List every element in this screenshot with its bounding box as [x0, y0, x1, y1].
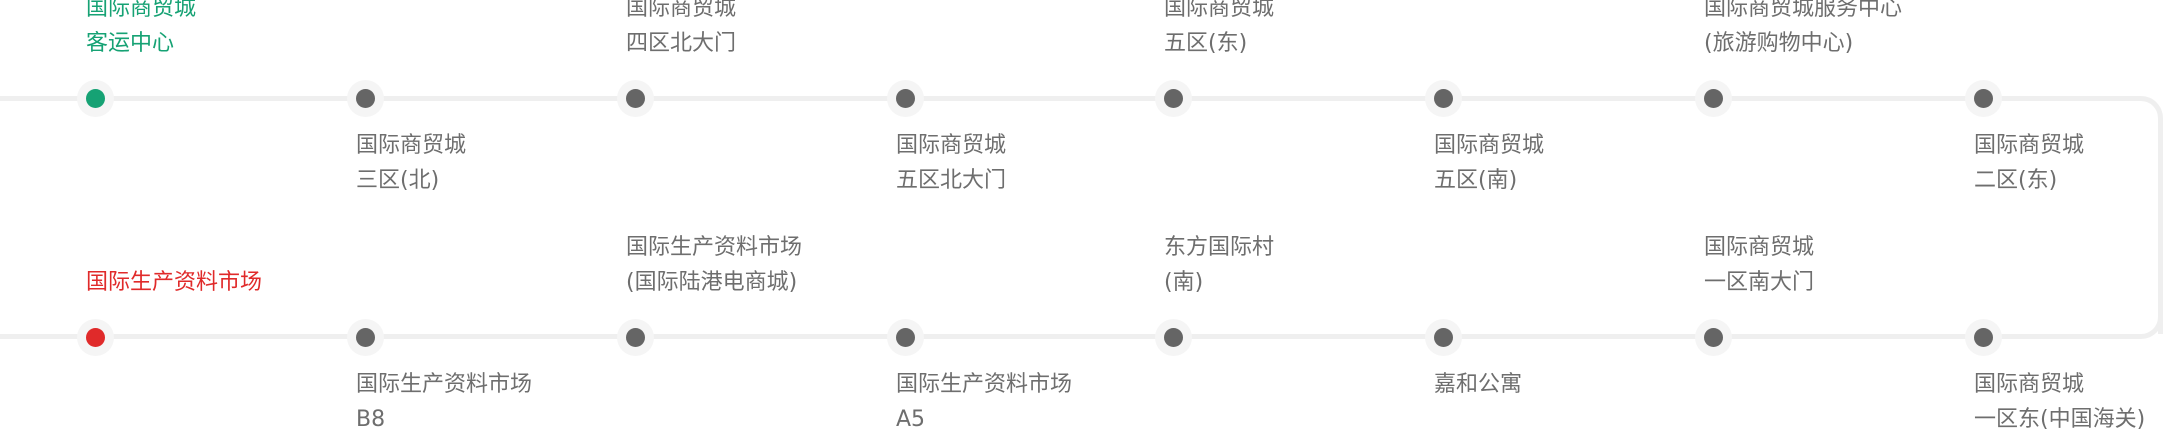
stop-name-line: 国际商贸城: [86, 0, 197, 21]
stop-dot[interactable]: [85, 88, 105, 108]
stop-name[interactable]: 国际商贸城五区北大门: [896, 128, 1136, 198]
stop-name-line: 五区北大门: [896, 168, 1007, 193]
stop-name[interactable]: 国际商贸城三区(北): [356, 128, 596, 198]
stop-dot[interactable]: [1433, 88, 1453, 108]
stop-dot[interactable]: [895, 327, 915, 347]
stop-name-line: 二区(东): [1974, 168, 2058, 193]
stop-name-line: 一区南大门: [1704, 270, 1815, 295]
stop-name[interactable]: 国际生产资料市场: [86, 265, 326, 300]
stop-name-line: 国际生产资料市场: [356, 372, 533, 397]
route-track-upper: [0, 96, 2141, 101]
stop-name-line: 嘉和公寓: [1434, 372, 1523, 397]
stop-name-line: 东方国际村: [1164, 235, 1275, 260]
stop-name-line: 国际生产资料市场: [86, 270, 263, 295]
stop-name-line: 国际商贸城服务中心: [1704, 0, 1903, 21]
stop-name-line: (国际陆港电商城): [626, 270, 798, 295]
stop-dot[interactable]: [625, 327, 645, 347]
stop-dot[interactable]: [1163, 88, 1183, 108]
stop-name[interactable]: 国际生产资料市场 A5: [896, 367, 1136, 437]
stop-dot[interactable]: [1703, 88, 1723, 108]
stop-dot[interactable]: [895, 88, 915, 108]
route-track-turn-bottom: [2136, 312, 2163, 339]
stop-name[interactable]: 国际商贸城五区(东): [1164, 0, 1404, 61]
stop-name[interactable]: 国际商贸城一区东(中国海关): [1974, 367, 2163, 437]
stop-name-line: 四区北大门: [626, 31, 737, 56]
stop-name[interactable]: 国际商贸城客运中心: [86, 0, 326, 61]
stop-name[interactable]: 嘉和公寓: [1434, 367, 1674, 402]
stop-name[interactable]: 国际生产资料市场 B8: [356, 367, 596, 437]
stop-name-line: 国际商贸城: [1434, 133, 1545, 158]
route-track-turn-top: [2136, 96, 2163, 123]
stop-name-line: A5: [896, 407, 926, 432]
stop-dot[interactable]: [625, 88, 645, 108]
stop-dot[interactable]: [1433, 327, 1453, 347]
stop-name-line: 五区(东): [1164, 31, 1248, 56]
stop-name-line: 国际生产资料市场: [626, 235, 803, 260]
stop-name-line: 三区(北): [356, 168, 440, 193]
stop-name-line: 五区(南): [1434, 168, 1518, 193]
stop-dot[interactable]: [1703, 327, 1723, 347]
stop-dot[interactable]: [355, 88, 375, 108]
stop-name-line: 客运中心: [86, 31, 175, 56]
stop-name[interactable]: 国际商贸城五区(南): [1434, 128, 1674, 198]
stop-dot[interactable]: [1973, 327, 1993, 347]
stop-name-line: 国际商贸城: [356, 133, 467, 158]
stop-name-line: 国际商贸城: [1974, 133, 2085, 158]
stop-name-line: 国际商贸城: [896, 133, 1007, 158]
stop-name-line: (旅游购物中心): [1704, 31, 1854, 56]
route-track-turn: [2158, 118, 2163, 334]
stop-name-line: 国际商贸城: [1704, 235, 1815, 260]
stop-name[interactable]: 东方国际村 (南): [1164, 230, 1404, 300]
stop-name[interactable]: 国际商贸城二区(东): [1974, 128, 2163, 198]
route-track-lower: [0, 334, 2141, 339]
stop-name[interactable]: 国际商贸城服务中心 (旅游购物中心): [1704, 0, 1944, 61]
stop-dot[interactable]: [355, 327, 375, 347]
stop-dot[interactable]: [1973, 88, 1993, 108]
stop-name-line: 国际商贸城: [1974, 372, 2085, 397]
stop-name-line: B8: [356, 407, 386, 432]
stop-name[interactable]: 国际商贸城一区南大门: [1704, 230, 1944, 300]
stop-name-line: 国际商贸城: [1164, 0, 1275, 21]
stop-name[interactable]: 国际生产资料市场 (国际陆港电商城): [626, 230, 866, 300]
stop-name-line: (南): [1164, 270, 1204, 295]
stop-name-line: 国际生产资料市场: [896, 372, 1073, 397]
stop-dot[interactable]: [85, 327, 105, 347]
stop-name[interactable]: 国际商贸城四区北大门: [626, 0, 866, 61]
stop-name-line: 国际商贸城: [626, 0, 737, 21]
stop-name-line: 一区东(中国海关): [1974, 407, 2146, 432]
stop-dot[interactable]: [1163, 327, 1183, 347]
